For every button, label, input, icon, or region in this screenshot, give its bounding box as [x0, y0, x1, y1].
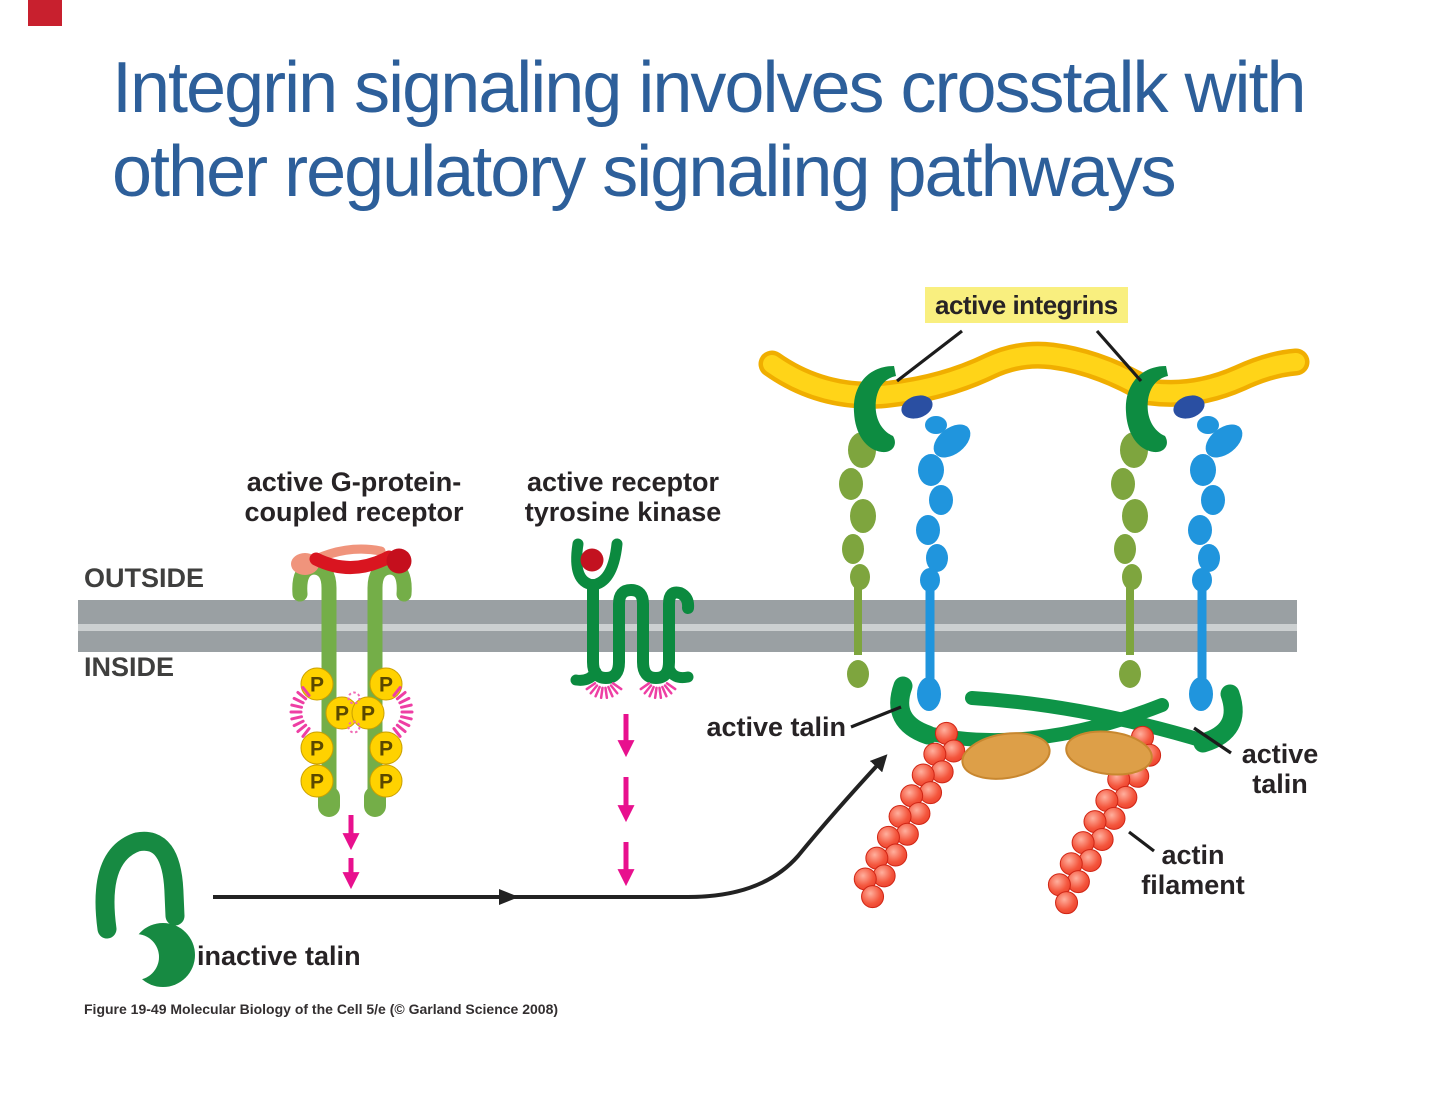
phosphate-label: P: [310, 771, 324, 794]
active-talin-right-line1: active: [1241, 739, 1319, 769]
active-integrins-label: active integrins: [925, 287, 1128, 323]
title-line-2: other regulatory signaling pathways: [112, 132, 1177, 212]
pointer-lines: [850, 329, 1232, 853]
vinculin-blobs: [961, 730, 1153, 780]
phosphate-label: P: [310, 674, 324, 697]
inside-label: INSIDE: [84, 652, 175, 682]
integrin-left: [839, 366, 971, 688]
phosphate-label: P: [361, 703, 375, 726]
integrin-right: [1111, 366, 1243, 688]
rtk-label: active receptor tyrosine kinase: [512, 467, 734, 527]
gpcr-label: active G-protein- coupled receptor: [234, 467, 474, 527]
flow-arrow: [213, 754, 888, 905]
actin-filament-line1: actin: [1161, 840, 1225, 870]
title-line-1: Integrin signaling involves crosstalk wi…: [112, 48, 1307, 128]
rtk-label-line2: tyrosine kinase: [524, 497, 722, 527]
phosphate-label: P: [379, 674, 393, 697]
gpcr-label-line2: coupled receptor: [244, 497, 464, 527]
phosphate-label: P: [379, 771, 393, 794]
actin-filament-line2: filament: [1141, 870, 1245, 900]
figure-caption: Figure 19-49 Molecular Biology of the Ce…: [84, 1001, 559, 1017]
inactive-talin-illustration: [95, 831, 195, 987]
phosphate-label: P: [335, 703, 349, 726]
activation-rays: [289, 682, 677, 738]
outside-label: OUTSIDE: [84, 563, 205, 593]
integrin-beta-tail-left: [917, 677, 941, 711]
phosphate-label: P: [310, 738, 324, 761]
matrix-fibril: [758, 341, 1310, 409]
active-talin-right-line2: talin: [1252, 769, 1308, 799]
gpcr-label-line1: active G-protein-: [246, 467, 462, 497]
inactive-talin-label: inactive talin: [197, 941, 361, 971]
active-talin-left-label: active talin: [706, 712, 846, 742]
slide-title: Integrin signaling involves crosstalk wi…: [112, 46, 1372, 214]
phosphate-label: P: [379, 738, 393, 761]
active-talin-right-label: active talin: [1210, 739, 1350, 799]
rtk-label-line1: active receptor: [526, 467, 720, 497]
actin-filament-label: actin filament: [1118, 840, 1268, 900]
integrin-beta-tail-right: [1189, 677, 1213, 711]
corner-marker: [28, 0, 62, 26]
rtk-illustration: [570, 538, 695, 686]
